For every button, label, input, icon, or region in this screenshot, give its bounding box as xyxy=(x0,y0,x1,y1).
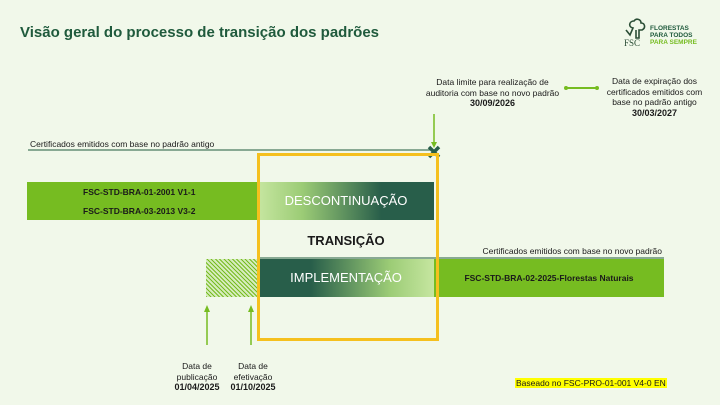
double-arrow-icon xyxy=(564,86,599,90)
audit-deadline-note: Data limite para realização de auditoria… xyxy=(420,77,565,109)
implementation-bar: IMPLEMENTAÇÃO xyxy=(258,259,434,297)
old-standard-1: FSC-STD-BRA-01-2001 V1-1 xyxy=(83,187,196,197)
transition-frame xyxy=(257,153,439,341)
new-standard: FSC-STD-BRA-02-2025-Florestas Naturais xyxy=(464,273,634,283)
effective-text: Data de efetivação xyxy=(233,361,273,382)
effective-note: Data de efetivação 01/10/2025 xyxy=(222,361,284,393)
publication-note: Data de publicação 01/04/2025 xyxy=(166,361,228,393)
effective-date: 01/10/2025 xyxy=(230,382,276,392)
logo-line-1: FLORESTAS xyxy=(650,25,689,32)
arrow-up-icon xyxy=(248,305,254,345)
transition-label: TRANSIÇÃO xyxy=(307,233,385,248)
publication-text: Data de publicação xyxy=(176,361,218,382)
audit-deadline-date: 30/09/2026 xyxy=(469,98,516,108)
old-cert-label: Certificados emitidos com base no padrão… xyxy=(30,139,215,149)
old-standard-2: FSC-STD-BRA-03-2013 V3-2 xyxy=(83,206,196,216)
old-standards-bar: FSC-STD-BRA-01-2001 V1-1 FSC-STD-BRA-03-… xyxy=(27,182,258,220)
arrow-down-icon xyxy=(431,114,437,148)
publication-date: 01/04/2025 xyxy=(174,382,220,392)
discontinuation-bar: DESCONTINUAÇÃO xyxy=(258,182,434,220)
expiry-text: Data de expiração dos certificados emiti… xyxy=(606,76,703,107)
expiry-note: Data de expiração dos certificados emiti… xyxy=(602,76,707,118)
arrow-up-icon xyxy=(204,305,210,345)
new-cert-label: Certificados emitidos com base no novo p… xyxy=(482,246,662,256)
logo-line-2: PARA TODOS xyxy=(650,32,693,39)
pre-implementation-hatch xyxy=(206,259,258,297)
source-footnote: Baseado no FSC-PRO-01-001 V4-0 EN xyxy=(515,378,667,388)
logo-fsc: FSC xyxy=(624,38,641,48)
audit-deadline-text: Data limite para realização de auditoria… xyxy=(425,77,560,98)
page-title: Visão geral do processo de transição dos… xyxy=(20,24,380,41)
new-standard-bar: FSC-STD-BRA-02-2025-Florestas Naturais xyxy=(434,259,664,297)
tree-check-icon xyxy=(625,18,646,39)
expiry-date: 30/03/2027 xyxy=(631,107,678,118)
logo-line-3: PARA SEMPRE xyxy=(650,39,697,46)
